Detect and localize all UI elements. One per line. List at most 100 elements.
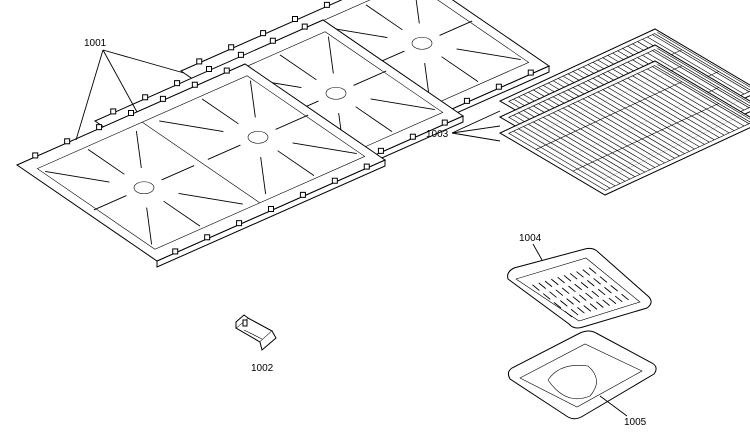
grate-post (299, 191, 306, 198)
grate-post (441, 119, 448, 126)
grate-finger (135, 131, 142, 168)
rack-wire (617, 82, 715, 141)
broiler-slot (532, 284, 540, 291)
grate-finger (201, 98, 239, 125)
grate-post (527, 69, 534, 76)
rack-inner-frame (508, 65, 750, 191)
rack-wire (632, 75, 730, 134)
grate-post (292, 16, 298, 22)
grate-finger (161, 165, 195, 181)
grate-finger (45, 171, 110, 183)
broiler-slot (579, 294, 587, 301)
broiler-slot (570, 309, 579, 316)
broiler-slot (564, 310, 573, 318)
grate-finger (207, 144, 241, 160)
broiler-slots (532, 267, 629, 318)
grate-post (269, 37, 276, 44)
rack-wire (652, 50, 750, 108)
broiler-slot (587, 280, 595, 287)
grate-finger (277, 150, 315, 177)
grate-finger (441, 56, 479, 83)
rack-wire (597, 91, 695, 150)
grate-post (331, 177, 338, 184)
burner-ring (247, 130, 269, 144)
rack-wire (543, 117, 641, 175)
grate-finger (439, 20, 473, 36)
broiler-slot (621, 293, 629, 301)
broiler-slot (561, 287, 570, 294)
broiler-pan (507, 330, 657, 420)
grate-post (268, 206, 274, 212)
rack-wire (587, 96, 685, 154)
burner-ring (411, 36, 433, 50)
broiler-slot (566, 298, 574, 305)
grate-finger (159, 120, 224, 132)
label-1003: 1003 (426, 129, 449, 140)
broiler-slot (557, 277, 565, 284)
grate-post (377, 147, 384, 154)
rack-wire (637, 73, 735, 131)
rack-crossbar (572, 103, 719, 172)
rack-wire (562, 107, 660, 166)
grate-post (174, 80, 181, 87)
grate-finger (353, 70, 387, 86)
rack-wire (528, 123, 626, 182)
leader-lines-1001 (75, 49, 185, 141)
grate-finger (249, 80, 256, 118)
rack-crossbar (536, 81, 682, 150)
rack-wire (652, 34, 750, 92)
rack-wire (557, 110, 655, 168)
rack-wire (647, 52, 745, 111)
broiler-slot (585, 292, 593, 299)
grate-post (228, 44, 235, 51)
rack-wire (572, 103, 670, 161)
broiler-pan-insert (507, 247, 652, 329)
broiler-slot (576, 271, 584, 278)
rack-wire (647, 36, 745, 95)
broiler-slot (570, 273, 578, 280)
burner-grates (15, 0, 551, 268)
burner-ring (325, 86, 347, 100)
grate-finger (163, 200, 201, 227)
grate-finger (415, 0, 420, 24)
rack-wire (657, 48, 750, 104)
oven-rack (498, 60, 750, 196)
mounting-bracket (235, 314, 277, 351)
broiler-slot (615, 295, 623, 303)
broiler-slot (591, 290, 600, 298)
broiler-slot (577, 307, 585, 314)
broiler-slot (572, 296, 581, 303)
rack-wire (533, 121, 631, 180)
broiler-slot (549, 291, 557, 298)
grate-finger (260, 157, 267, 194)
grate-post (236, 220, 243, 227)
burner-ring (133, 181, 155, 195)
rack-wire (518, 128, 616, 187)
grate-post (301, 23, 308, 30)
grate-post (172, 248, 179, 255)
broiler-slot (580, 282, 589, 289)
broiler-slot (568, 285, 576, 292)
grate-post (495, 83, 502, 90)
grate-post (96, 124, 103, 131)
rack-wire (652, 66, 750, 124)
broiler-slot (608, 297, 617, 304)
broiler-slot (538, 282, 546, 289)
grate-post (463, 97, 470, 104)
broiler-slot (560, 300, 568, 307)
grate-post (159, 95, 166, 102)
rack-wire (567, 105, 665, 164)
grate (15, 63, 387, 268)
grate-post (409, 133, 416, 140)
broiler-slot (597, 288, 606, 296)
rack-wire (592, 94, 690, 152)
broiler-slot (604, 287, 612, 294)
grate-post (191, 81, 198, 88)
rack-frame (498, 60, 750, 196)
label-1001: 1001 (84, 38, 107, 49)
grate-post (323, 1, 330, 8)
grate-post (110, 108, 117, 115)
grate-post (260, 30, 267, 37)
grate-finger (146, 207, 153, 245)
